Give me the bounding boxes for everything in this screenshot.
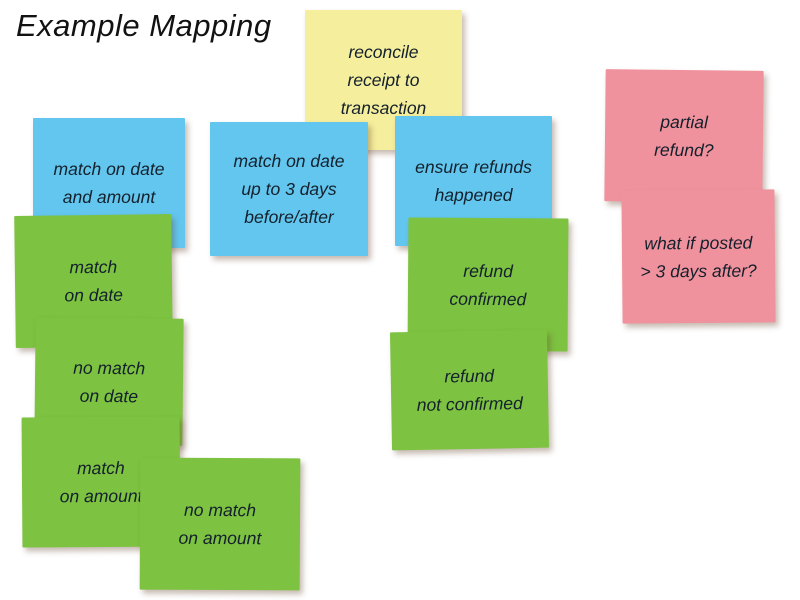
note-partial-refund[interactable]: partial refund? — [604, 69, 764, 203]
note-refund-not-confirmed[interactable]: refund not confirmed — [389, 329, 550, 451]
note-text: what if posted > 3 days after? — [640, 232, 757, 282]
note-text: match on date up to 3 days before/after — [233, 151, 345, 227]
note-text: no match on amount — [178, 499, 262, 549]
note-text: match on date and amount — [53, 159, 165, 207]
note-what-if-posted-3-days-after[interactable]: what if posted > 3 days after? — [621, 189, 776, 324]
note-text: reconcile receipt to transaction — [340, 42, 427, 118]
note-text: ensure refunds happened — [415, 157, 532, 205]
page-title: Example Mapping — [16, 8, 272, 43]
note-text: refund not confirmed — [416, 365, 523, 415]
note-text: match on amount — [59, 457, 143, 507]
note-match-on-date-up-to-3-days[interactable]: match on date up to 3 days before/after — [210, 122, 368, 256]
note-text: no match on date — [73, 357, 146, 406]
note-text: match on date — [64, 256, 123, 306]
note-no-match-on-amount[interactable]: no match on amount — [139, 457, 301, 591]
note-text: partial refund? — [654, 111, 714, 161]
note-text: refund confirmed — [449, 260, 527, 309]
